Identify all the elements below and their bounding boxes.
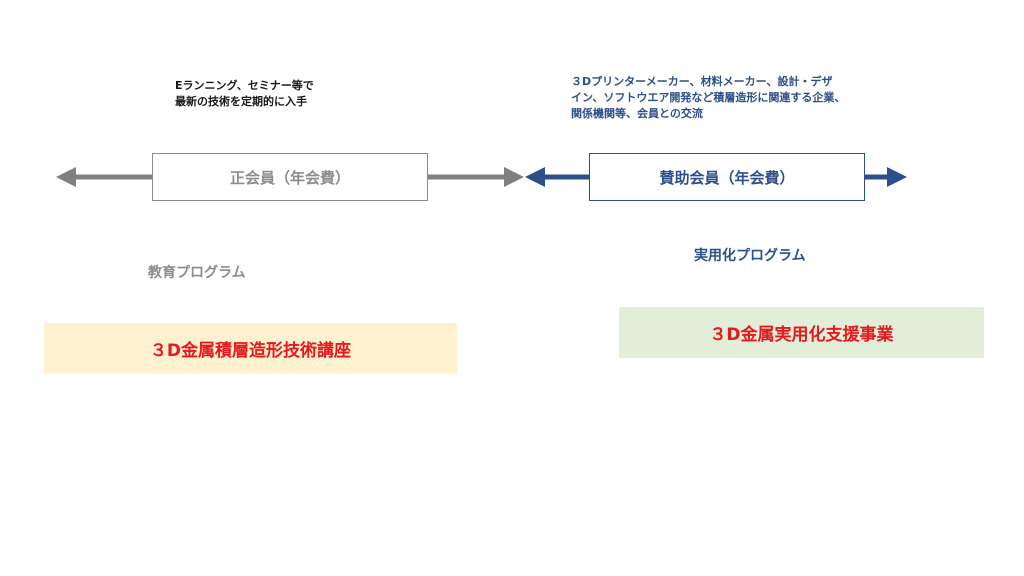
education-program-label: 教育プログラム — [148, 265, 246, 281]
regular-member-box: 正会員（年会費） — [152, 153, 428, 201]
regular-member-label: 正会員（年会費） — [229, 168, 350, 187]
practical-program-label: 実用化プログラム — [694, 248, 806, 264]
regular-member-note: Eランニング、セミナー等で 最新の技術を定期的に入手 — [175, 79, 314, 108]
support-banner-text: ３D金属実用化支援事業 — [709, 325, 894, 345]
course-banner: ３D金属積層造形技術講座 — [44, 323, 457, 374]
arrowhead-right-icon — [887, 167, 907, 187]
arrowhead-left-icon — [56, 167, 76, 187]
arrowhead-right-icon — [504, 167, 524, 187]
support-banner: ３D金属実用化支援事業 — [619, 307, 984, 358]
supporting-member-arrow — [525, 167, 907, 187]
course-banner-text: ３D金属積層造形技術講座 — [149, 341, 352, 361]
supporting-member-label: 賛助会員（年会費） — [659, 168, 795, 187]
arrowhead-left-icon — [525, 167, 545, 187]
regular-member-arrow — [56, 167, 524, 187]
supporting-member-note: ３Dプリンターメーカー、材料メーカー、設計・デザ イン、ソフトウエア開発など積層… — [571, 75, 846, 120]
supporting-member-box: 賛助会員（年会費） — [589, 153, 865, 201]
